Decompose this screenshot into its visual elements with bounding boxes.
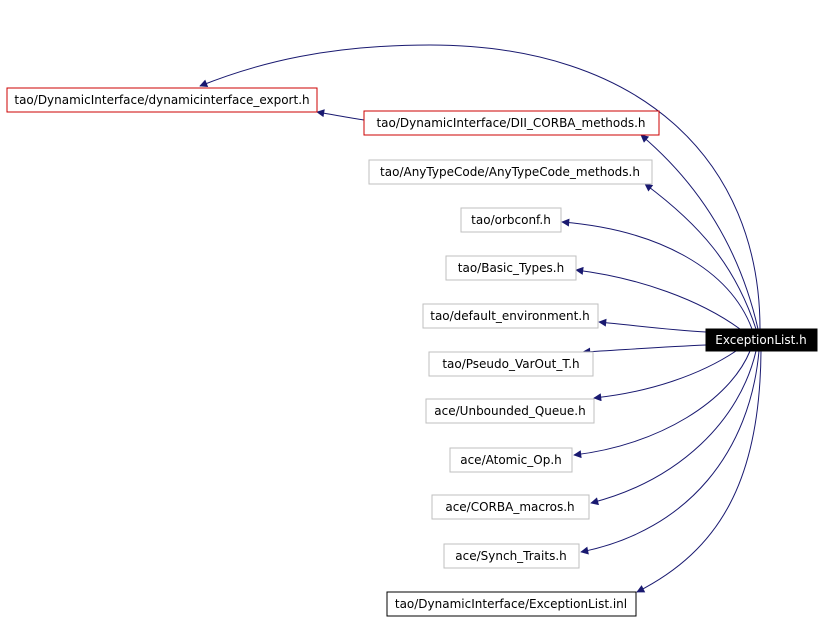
node-orbconf[interactable]: tao/orbconf.h (460, 207, 562, 233)
root-node-label: ExceptionList.h (715, 333, 806, 347)
node-dii-corba-methods[interactable]: tao/DynamicInterface/DII_CORBA_methods.h (363, 110, 660, 136)
edge-root-to-dynamicinterface-export (199, 44, 761, 330)
node-label: tao/Basic_Types.h (458, 261, 564, 275)
edge-root-to-pseudo-varout (582, 344, 707, 356)
edge-root-to-default-environment (598, 318, 707, 333)
node-atomic-op[interactable]: ace/Atomic_Op.h (449, 447, 573, 473)
root-node-exceptionlist-h[interactable]: ExceptionList.h (705, 328, 818, 352)
node-basic-types[interactable]: tao/Basic_Types.h (445, 255, 577, 281)
node-label: ace/Synch_Traits.h (455, 549, 566, 563)
edges (199, 44, 762, 593)
edge-root-to-unbounded-queue (593, 350, 737, 402)
edge-root-to-orbconf (561, 218, 753, 330)
node-corba-macros[interactable]: ace/CORBA_macros.h (431, 494, 590, 520)
node-default-environment[interactable]: tao/default_environment.h (422, 303, 599, 329)
node-anytypecode-methods[interactable]: tao/AnyTypeCode/AnyTypeCode_methods.h (368, 159, 653, 185)
node-unbounded-queue[interactable]: ace/Unbounded_Queue.h (425, 398, 595, 424)
node-label: ace/Unbounded_Queue.h (434, 404, 585, 418)
node-dynamicinterface-export[interactable]: tao/DynamicInterface/dynamicinterface_ex… (6, 87, 318, 113)
edge-root-to-exceptionlist-inl (636, 350, 762, 593)
edge-root-to-atomic-op (573, 350, 751, 459)
node-label: ace/Atomic_Op.h (460, 453, 562, 467)
edge-root-to-synch-traits (580, 350, 760, 555)
node-label: tao/AnyTypeCode/AnyTypeCode_methods.h (380, 165, 640, 179)
node-exceptionlist-inl[interactable]: tao/DynamicInterface/ExceptionList.inl (386, 591, 637, 617)
nodes: tao/DynamicInterface/dynamicinterface_ex… (6, 87, 818, 617)
node-label: tao/orbconf.h (471, 213, 551, 227)
edge-dii-corba-methods-to-dynamicinterface-export (316, 109, 365, 121)
node-synch-traits[interactable]: ace/Synch_Traits.h (443, 543, 580, 569)
edge-root-to-anytypecode-methods (644, 183, 757, 330)
node-label: tao/DynamicInterface/dynamicinterface_ex… (14, 93, 309, 107)
node-pseudo-varout[interactable]: tao/Pseudo_VarOut_T.h (428, 351, 594, 377)
edge-root-to-corba-macros (590, 350, 757, 506)
node-label: tao/DynamicInterface/ExceptionList.inl (395, 597, 627, 611)
node-label: tao/Pseudo_VarOut_T.h (442, 357, 579, 371)
edge-root-to-basic-types (575, 266, 741, 330)
node-label: tao/DynamicInterface/DII_CORBA_methods.h (376, 116, 645, 130)
node-label: ace/CORBA_macros.h (445, 500, 574, 514)
node-label: tao/default_environment.h (430, 309, 590, 323)
edge-root-to-dii-corba-methods (640, 134, 759, 330)
